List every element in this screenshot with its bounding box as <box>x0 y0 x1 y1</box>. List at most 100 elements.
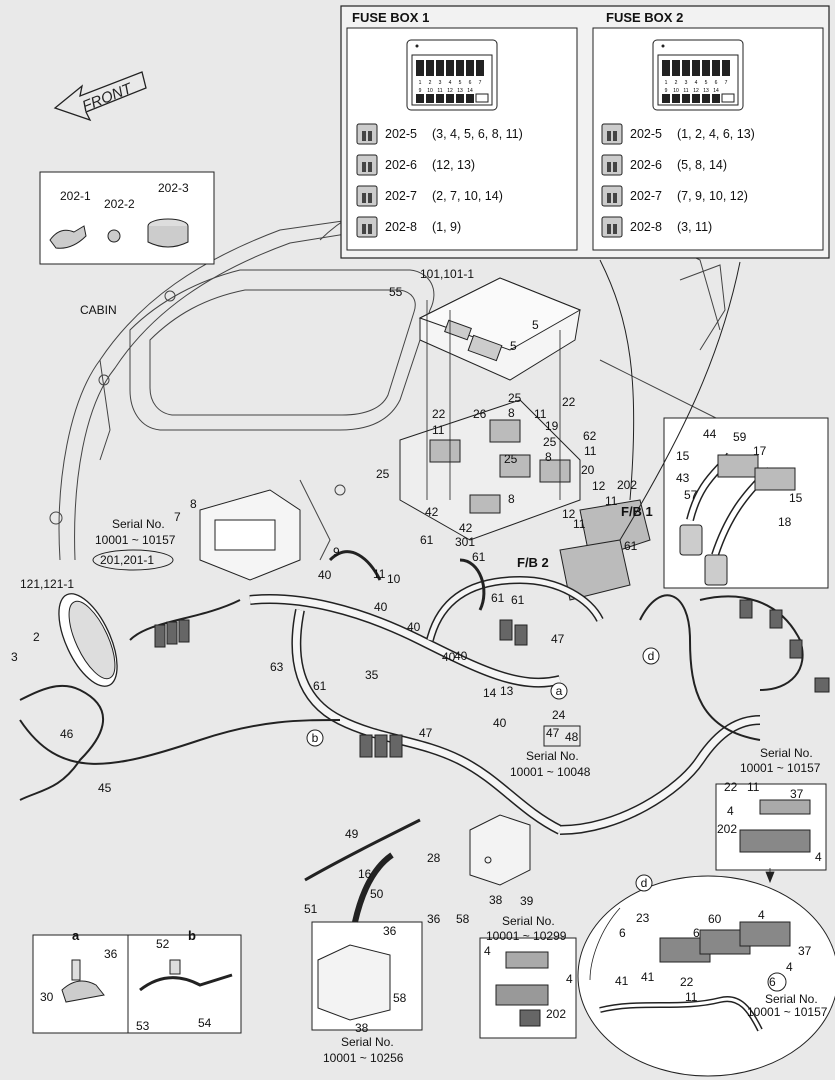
serial-bracket-range: 10001 ~ 10256 <box>323 1051 404 1065</box>
callout-6b: 6 <box>693 926 700 940</box>
callout-11d: 11 <box>605 494 618 508</box>
callout-28: 28 <box>427 851 441 865</box>
callout-15b: 15 <box>789 491 803 505</box>
callout-23: 23 <box>636 911 650 925</box>
fuse-slot-icon <box>672 60 680 76</box>
callout-36b: 36 <box>104 947 118 961</box>
fuse-parts-box: 202-1 202-2 202-3 <box>39 171 215 265</box>
callout-61a: 61 <box>420 533 434 547</box>
callout-20: 20 <box>581 463 595 477</box>
callout-8c: 8 <box>508 492 515 506</box>
fuse-rows: 202-5(3, 4, 5, 6, 8, 11)202-6(12, 13)202… <box>356 123 755 238</box>
detail-marker-circle <box>306 729 324 747</box>
callout-8d: 8 <box>190 497 197 511</box>
fuse-icon <box>601 185 623 207</box>
fuse-slot-icon <box>426 94 434 103</box>
fuse-number-top: 3 <box>685 80 688 86</box>
fuse-row: 202-8(3, 11) <box>601 216 712 238</box>
fuse-part-number: 202-8 <box>385 220 417 234</box>
part-121-label: 121,121-1 <box>20 577 74 591</box>
callout-4d: 4 <box>566 972 573 986</box>
fb2-label: F/B 2 <box>517 555 549 570</box>
detail-b-letter: b <box>188 928 196 943</box>
callout-4f: 4 <box>786 960 793 974</box>
callout-59: 59 <box>733 430 747 444</box>
serial-top-left: Serial No. <box>112 517 165 531</box>
fuse-row: 202-5(3, 4, 5, 6, 8, 11) <box>356 123 523 145</box>
detail-d-circle <box>577 875 835 1077</box>
callout-37b: 37 <box>798 944 812 958</box>
callout-16: 16 <box>358 867 372 881</box>
fuse-slot-icon <box>662 94 670 103</box>
part-201-oval <box>92 549 174 571</box>
clip-202-1-icon <box>49 225 87 249</box>
pointer-leaders <box>589 868 775 981</box>
callout-53: 53 <box>136 1019 150 1033</box>
callout-61e: 61 <box>511 593 525 607</box>
callout-38a: 38 <box>489 893 503 907</box>
callout-6c: 6 <box>769 975 776 989</box>
callout-61c: 61 <box>624 539 638 553</box>
callout-25c: 25 <box>504 452 518 466</box>
fb1-label: F/B 1 <box>621 504 653 519</box>
callout-51: 51 <box>304 902 318 916</box>
callout-30: 30 <box>40 990 54 1004</box>
callout-41a: 41 <box>615 974 629 988</box>
callout-45: 45 <box>98 781 112 795</box>
fuse-number-bottom: 12 <box>693 88 699 94</box>
callout-55: 55 <box>389 285 403 299</box>
fuse-slot-icon <box>712 94 720 103</box>
callout-61b: 61 <box>472 550 486 564</box>
fuse-positions: (5, 8, 14) <box>677 158 727 172</box>
callout-9: 9 <box>333 545 340 559</box>
fuse-slot-icon <box>722 60 730 76</box>
detail-ab-box: a b <box>32 928 242 1034</box>
callout-202c: 202 <box>546 1007 566 1021</box>
callout-40c: 40 <box>407 620 421 634</box>
fuse-slot-icon <box>446 60 454 76</box>
fuse-number-bottom: 10 <box>427 88 433 94</box>
fuse-part-number: 202-5 <box>630 127 662 141</box>
callout-11b: 11 <box>534 407 547 421</box>
part-101-label: 101,101-1 <box>420 267 474 281</box>
fuse-number-top: 3 <box>439 80 442 86</box>
callout-202a: 202 <box>617 478 637 492</box>
fuse-slot-icon <box>682 94 690 103</box>
callout-42a: 42 <box>425 505 439 519</box>
callout-48: 48 <box>565 730 579 744</box>
callout-6a: 6 <box>619 926 626 940</box>
callout-11h: 11 <box>685 990 698 1004</box>
fuse-slot-icon <box>712 60 720 76</box>
relay-detail-right <box>715 783 827 871</box>
fuse-number-top: 7 <box>479 80 482 86</box>
callout-26: 26 <box>473 407 487 421</box>
callout-50: 50 <box>370 887 384 901</box>
callout-4e: 4 <box>758 908 765 922</box>
serial-mid-range: 10001 ~ 10048 <box>510 765 591 779</box>
detail-marker-letter: d <box>641 876 648 890</box>
callout-40a: 40 <box>318 568 332 582</box>
fuse-number-top: 7 <box>725 80 728 86</box>
fuse-number-top: 2 <box>675 80 678 86</box>
fuse-slot-icon <box>702 94 710 103</box>
fuse-slot-icon <box>436 60 444 76</box>
cap-202-3-icon <box>147 226 189 248</box>
mounting-bracket <box>469 814 531 886</box>
part-202-2-label: 202-2 <box>104 197 135 211</box>
detail-marker-letter: a <box>556 684 563 698</box>
fuse-positions: (1, 9) <box>432 220 461 234</box>
detail-a-letter: a <box>72 928 80 943</box>
fuse-part-number: 202-7 <box>385 189 417 203</box>
serial-detail-d-range: 10001 ~ 10157 <box>747 1005 828 1019</box>
callout-61f: 61 <box>313 679 327 693</box>
fuse-slot-icon <box>692 60 700 76</box>
fuse-positions: (3, 11) <box>677 220 712 234</box>
fuse-number-top: 1 <box>419 80 422 86</box>
callout-47a: 47 <box>551 632 565 646</box>
callout-44: 44 <box>703 427 717 441</box>
callout-49: 49 <box>345 827 359 841</box>
fuse-positions: (7, 9, 10, 12) <box>677 189 748 203</box>
callout-8a: 8 <box>508 406 515 420</box>
fuse-number-top: 1 <box>665 80 668 86</box>
